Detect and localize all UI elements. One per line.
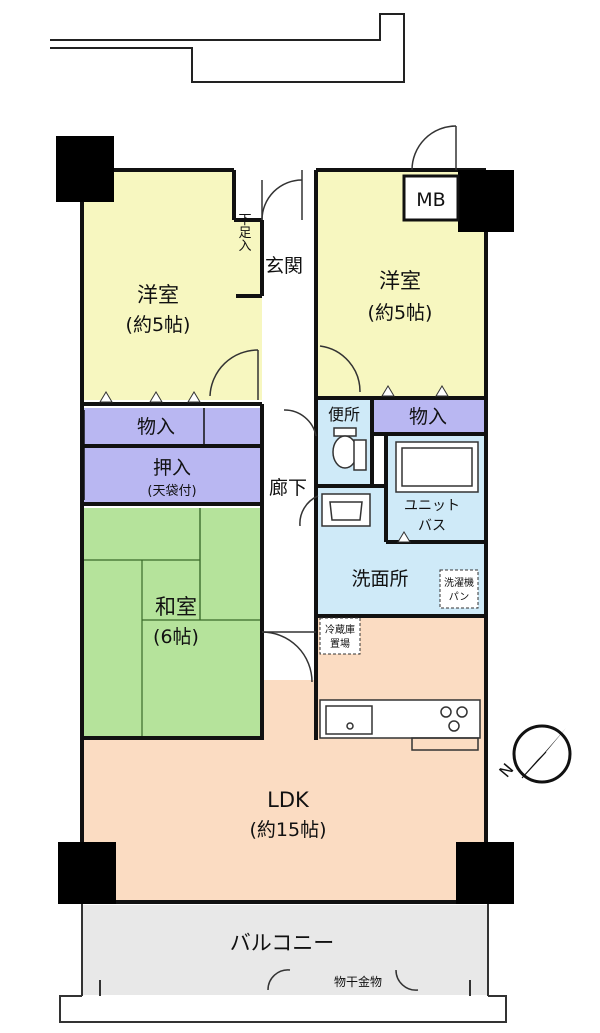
walls (80, 168, 488, 904)
closet-right (374, 400, 484, 432)
balcony (82, 905, 488, 995)
unit-bath-label-2: バス (418, 518, 446, 534)
tatami-lines (84, 508, 260, 736)
washer-pan-label-1: 洗濯機 (444, 576, 474, 589)
column-top-left (56, 136, 114, 202)
laundry-pole-label: 物干金物 (334, 974, 382, 989)
washroom-label: 洗面所 (351, 568, 408, 590)
ldk-room (84, 738, 484, 900)
toilet-fixture (332, 427, 367, 471)
toilet-label: 便所 (328, 405, 360, 424)
bathtub-fixture (395, 441, 479, 493)
japanese-size: (6帖) (153, 626, 199, 648)
washer-pan (439, 569, 479, 609)
fridge-space (319, 617, 361, 655)
closet-left-label: 物入 (137, 416, 175, 438)
washer-pan-label-2: パン (449, 591, 470, 603)
doors (209, 125, 457, 991)
western-left-name: 洋室 (137, 283, 179, 307)
closet-right-label: 物入 (409, 406, 447, 428)
oshiire-closet (84, 448, 260, 502)
kitchen-counter (319, 699, 481, 751)
column-top-right (458, 170, 514, 232)
ldk-name: LDK (267, 788, 310, 812)
corridor-label: 廊下 (269, 477, 307, 499)
meter-box-label: MB (416, 189, 445, 211)
western-left-size: (約5帖) (126, 314, 191, 336)
washbasin-fixture (321, 493, 371, 527)
balcony-outline (59, 904, 507, 1023)
japanese-name: 和室 (155, 595, 197, 619)
closet-left (84, 408, 260, 444)
western-right-name: 洋室 (379, 269, 421, 293)
western-right-size: (約5帖) (368, 302, 433, 324)
japanese-room (84, 508, 260, 736)
oshiire-label: 押入 (153, 457, 191, 479)
unit-bath-label-1: ユニット (404, 498, 460, 514)
ldk-size: (約15帖) (249, 819, 326, 841)
entrance-corner-fill (232, 220, 262, 400)
western-room-left (84, 172, 232, 400)
compass (512, 724, 572, 784)
meter-box (402, 174, 460, 222)
ldk-corridor-join (262, 680, 320, 740)
column-bottom-right (456, 842, 514, 904)
thin-walls (83, 408, 205, 500)
shoe-box-label: 下足入 (236, 213, 252, 252)
oshiire-note: (天袋付) (147, 484, 196, 499)
upper-outline (50, 13, 405, 83)
fridge-label-2: 置場 (330, 637, 350, 650)
entrance-label: 玄関 (265, 255, 303, 277)
balcony-label: バルコニー (230, 931, 335, 955)
fridge-label-1: 冷蔵庫 (325, 623, 355, 636)
column-bottom-left (58, 842, 116, 904)
window-marks (99, 385, 449, 543)
